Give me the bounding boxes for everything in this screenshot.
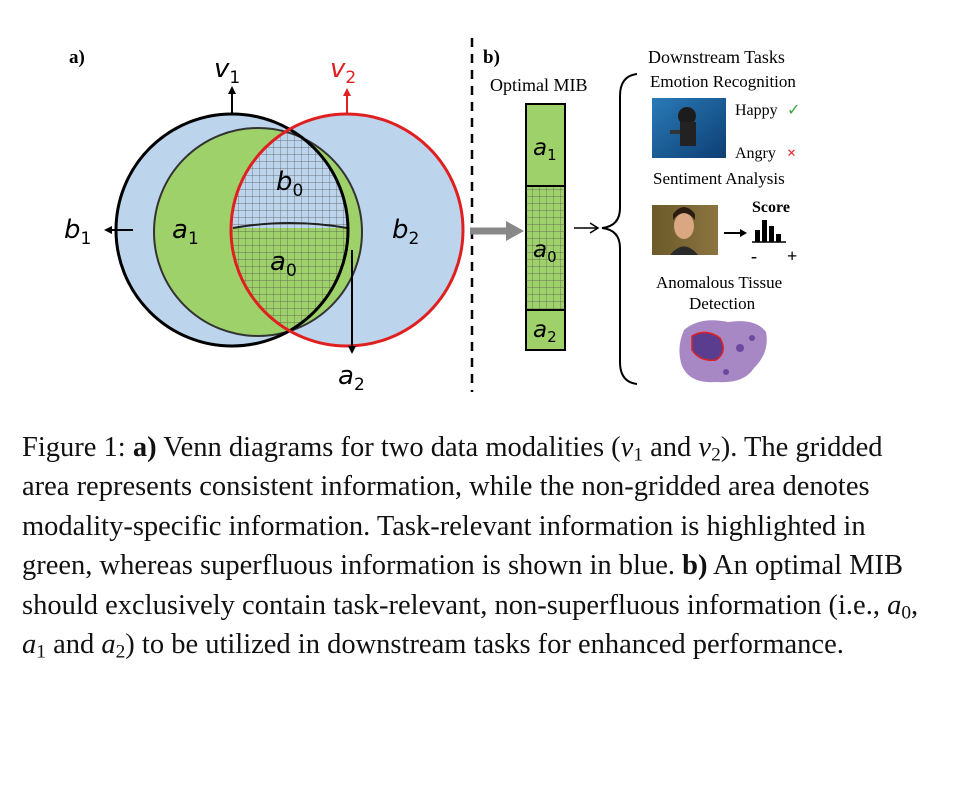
score-label: Score	[752, 199, 790, 216]
happy-label: Happy	[735, 102, 778, 119]
label-b2: b2	[392, 215, 419, 249]
arrow-right-icon	[574, 222, 600, 234]
check-icon: ✓	[787, 102, 800, 119]
emotion-image	[652, 98, 726, 158]
brace-icon	[601, 73, 638, 385]
mib-title: Optimal MIB	[490, 75, 588, 95]
angry-label: Angry	[735, 145, 776, 162]
mib-stack: a1 a0 a2	[525, 103, 566, 351]
arrow-right-icon	[724, 229, 747, 237]
label-a0: a0	[270, 247, 297, 281]
sentiment-title: Sentiment Analysis	[653, 169, 785, 188]
tissue-title-1: Anomalous Tissue	[656, 273, 782, 292]
tissue-title-2: Detection	[689, 294, 756, 313]
label-a1: a1	[172, 215, 199, 249]
label-b0: b0	[276, 167, 303, 201]
figure-caption: Figure 1: a) Venn diagrams for two data …	[22, 432, 919, 663]
emotion-title: Emotion Recognition	[650, 72, 796, 91]
cross-icon: ×	[787, 145, 796, 162]
score-plus: +	[787, 246, 797, 266]
bar-chart-icon	[752, 220, 786, 243]
figure-1: a)	[64, 38, 800, 395]
mib-block-a2: a2	[533, 317, 557, 346]
label-v1: v1	[214, 54, 240, 88]
venn-diagram	[114, 112, 465, 348]
tissue-image	[679, 320, 767, 383]
downstream-title: Downstream Tasks	[648, 47, 785, 67]
mib-block-a0: a0	[533, 237, 557, 266]
mib-block-a1: a1	[533, 135, 557, 164]
panel-a-label: a)	[69, 47, 85, 68]
label-a2: a2	[338, 361, 365, 395]
panel-b-label: b)	[483, 47, 500, 68]
score-minus: -	[751, 246, 757, 266]
label-b1: b1	[64, 215, 91, 249]
sentiment-image	[652, 205, 718, 255]
label-v2: v2	[330, 54, 356, 88]
